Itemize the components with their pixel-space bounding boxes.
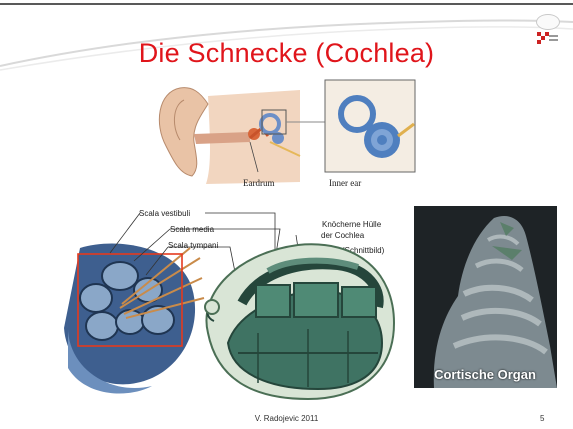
label-inner-ear: Inner ear [329,178,361,188]
cochlea-cross-section-figure [198,233,400,403]
slide-footer-author: V. Radojevic 2011 [0,414,573,423]
ear-anatomy-figure [150,76,418,192]
label-hull-line1: Knöcherne Hülle [322,220,381,229]
photo-caption: Cortische Organ [414,367,556,382]
cortische-organ-photo [414,206,557,388]
institution-logo [536,14,560,30]
slide-page-number: 5 [540,414,544,423]
label-eardrum: Eardrum [243,178,275,188]
label-scala-vestibuli: Scala vestibuli [139,209,190,218]
slide-title: Die Schnecke (Cochlea) [0,38,573,69]
